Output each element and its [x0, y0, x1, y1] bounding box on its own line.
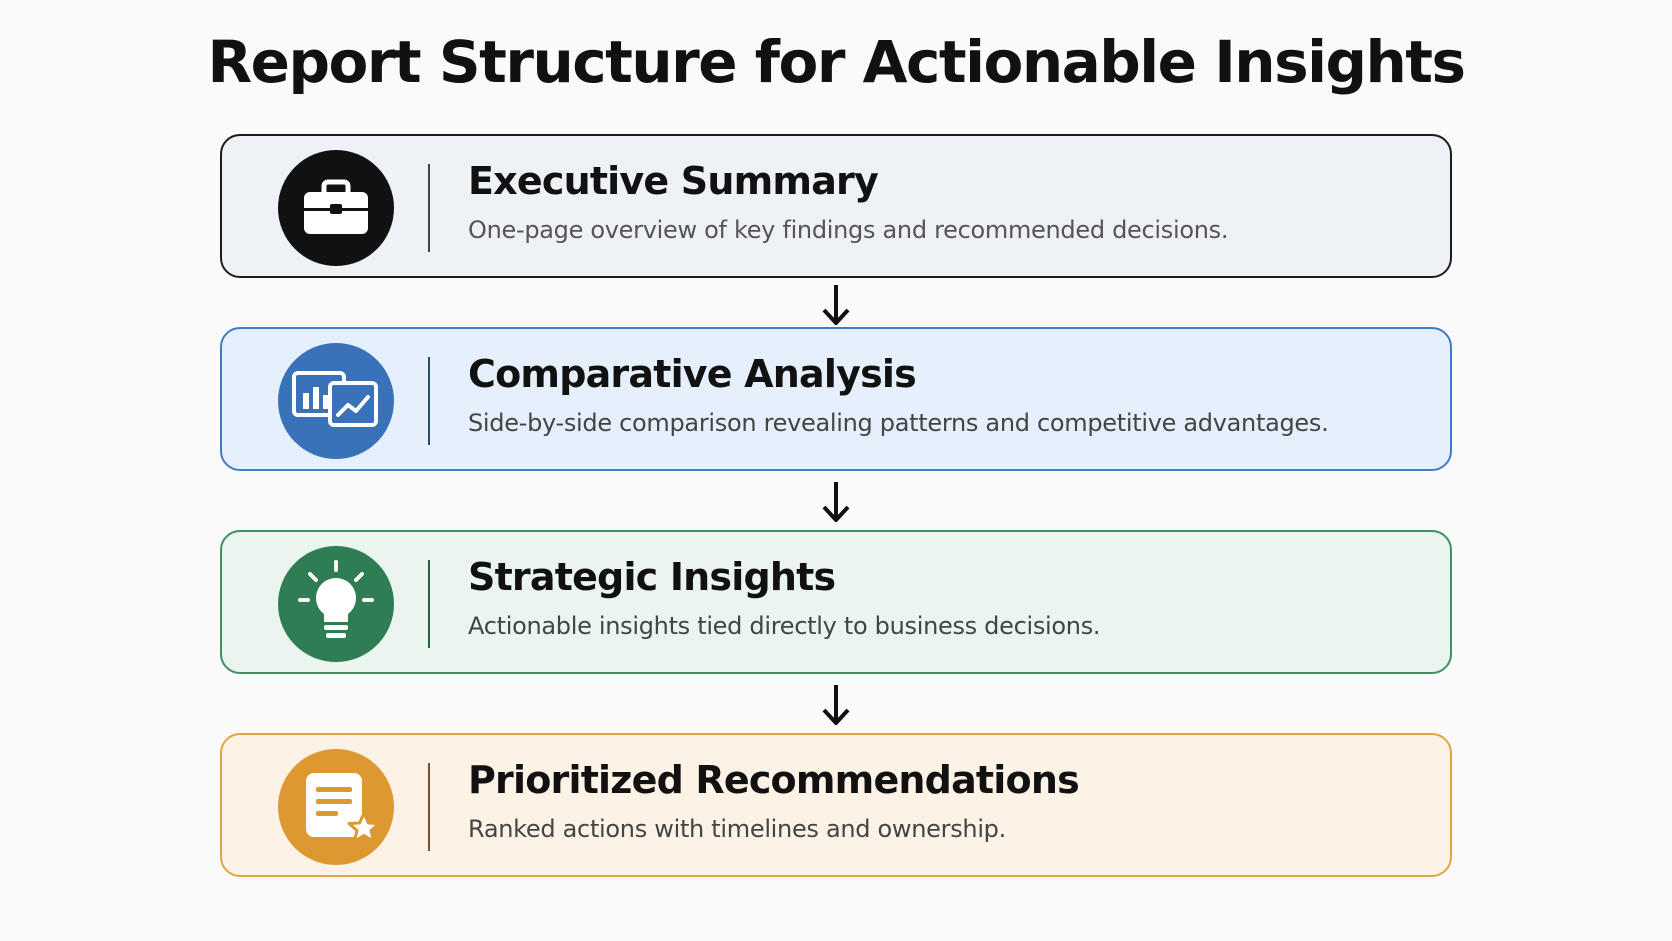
- chart-compare-icon: [278, 343, 394, 459]
- step-card-comparative-analysis: Comparative Analysis Side-by-side compar…: [220, 327, 1452, 471]
- arrow-down-icon: [816, 479, 856, 525]
- document-star-icon: [278, 749, 394, 865]
- arrow-down-icon: [816, 682, 856, 728]
- card-divider: [428, 164, 430, 252]
- step-title: Executive Summary: [468, 159, 879, 203]
- step-title: Strategic Insights: [468, 555, 836, 599]
- arrow-down-icon: [816, 282, 856, 328]
- briefcase-icon: [278, 150, 394, 266]
- step-title: Comparative Analysis: [468, 352, 917, 396]
- step-card-strategic-insights: Strategic Insights Actionable insights t…: [220, 530, 1452, 674]
- step-card-executive-summary: Executive Summary One-page overview of k…: [220, 134, 1452, 278]
- step-description: One-page overview of key findings and re…: [468, 216, 1229, 244]
- card-divider: [428, 357, 430, 445]
- page-title: Report Structure for Actionable Insights: [207, 28, 1466, 96]
- step-card-prioritized-recommendations: Prioritized Recommendations Ranked actio…: [220, 733, 1452, 877]
- step-title: Prioritized Recommendations: [468, 758, 1080, 802]
- step-description: Ranked actions with timelines and owners…: [468, 815, 1006, 843]
- step-description: Actionable insights tied directly to bus…: [468, 612, 1101, 640]
- card-divider: [428, 763, 430, 851]
- card-divider: [428, 560, 430, 648]
- lightbulb-icon: [278, 546, 394, 662]
- step-description: Side-by-side comparison revealing patter…: [468, 409, 1329, 437]
